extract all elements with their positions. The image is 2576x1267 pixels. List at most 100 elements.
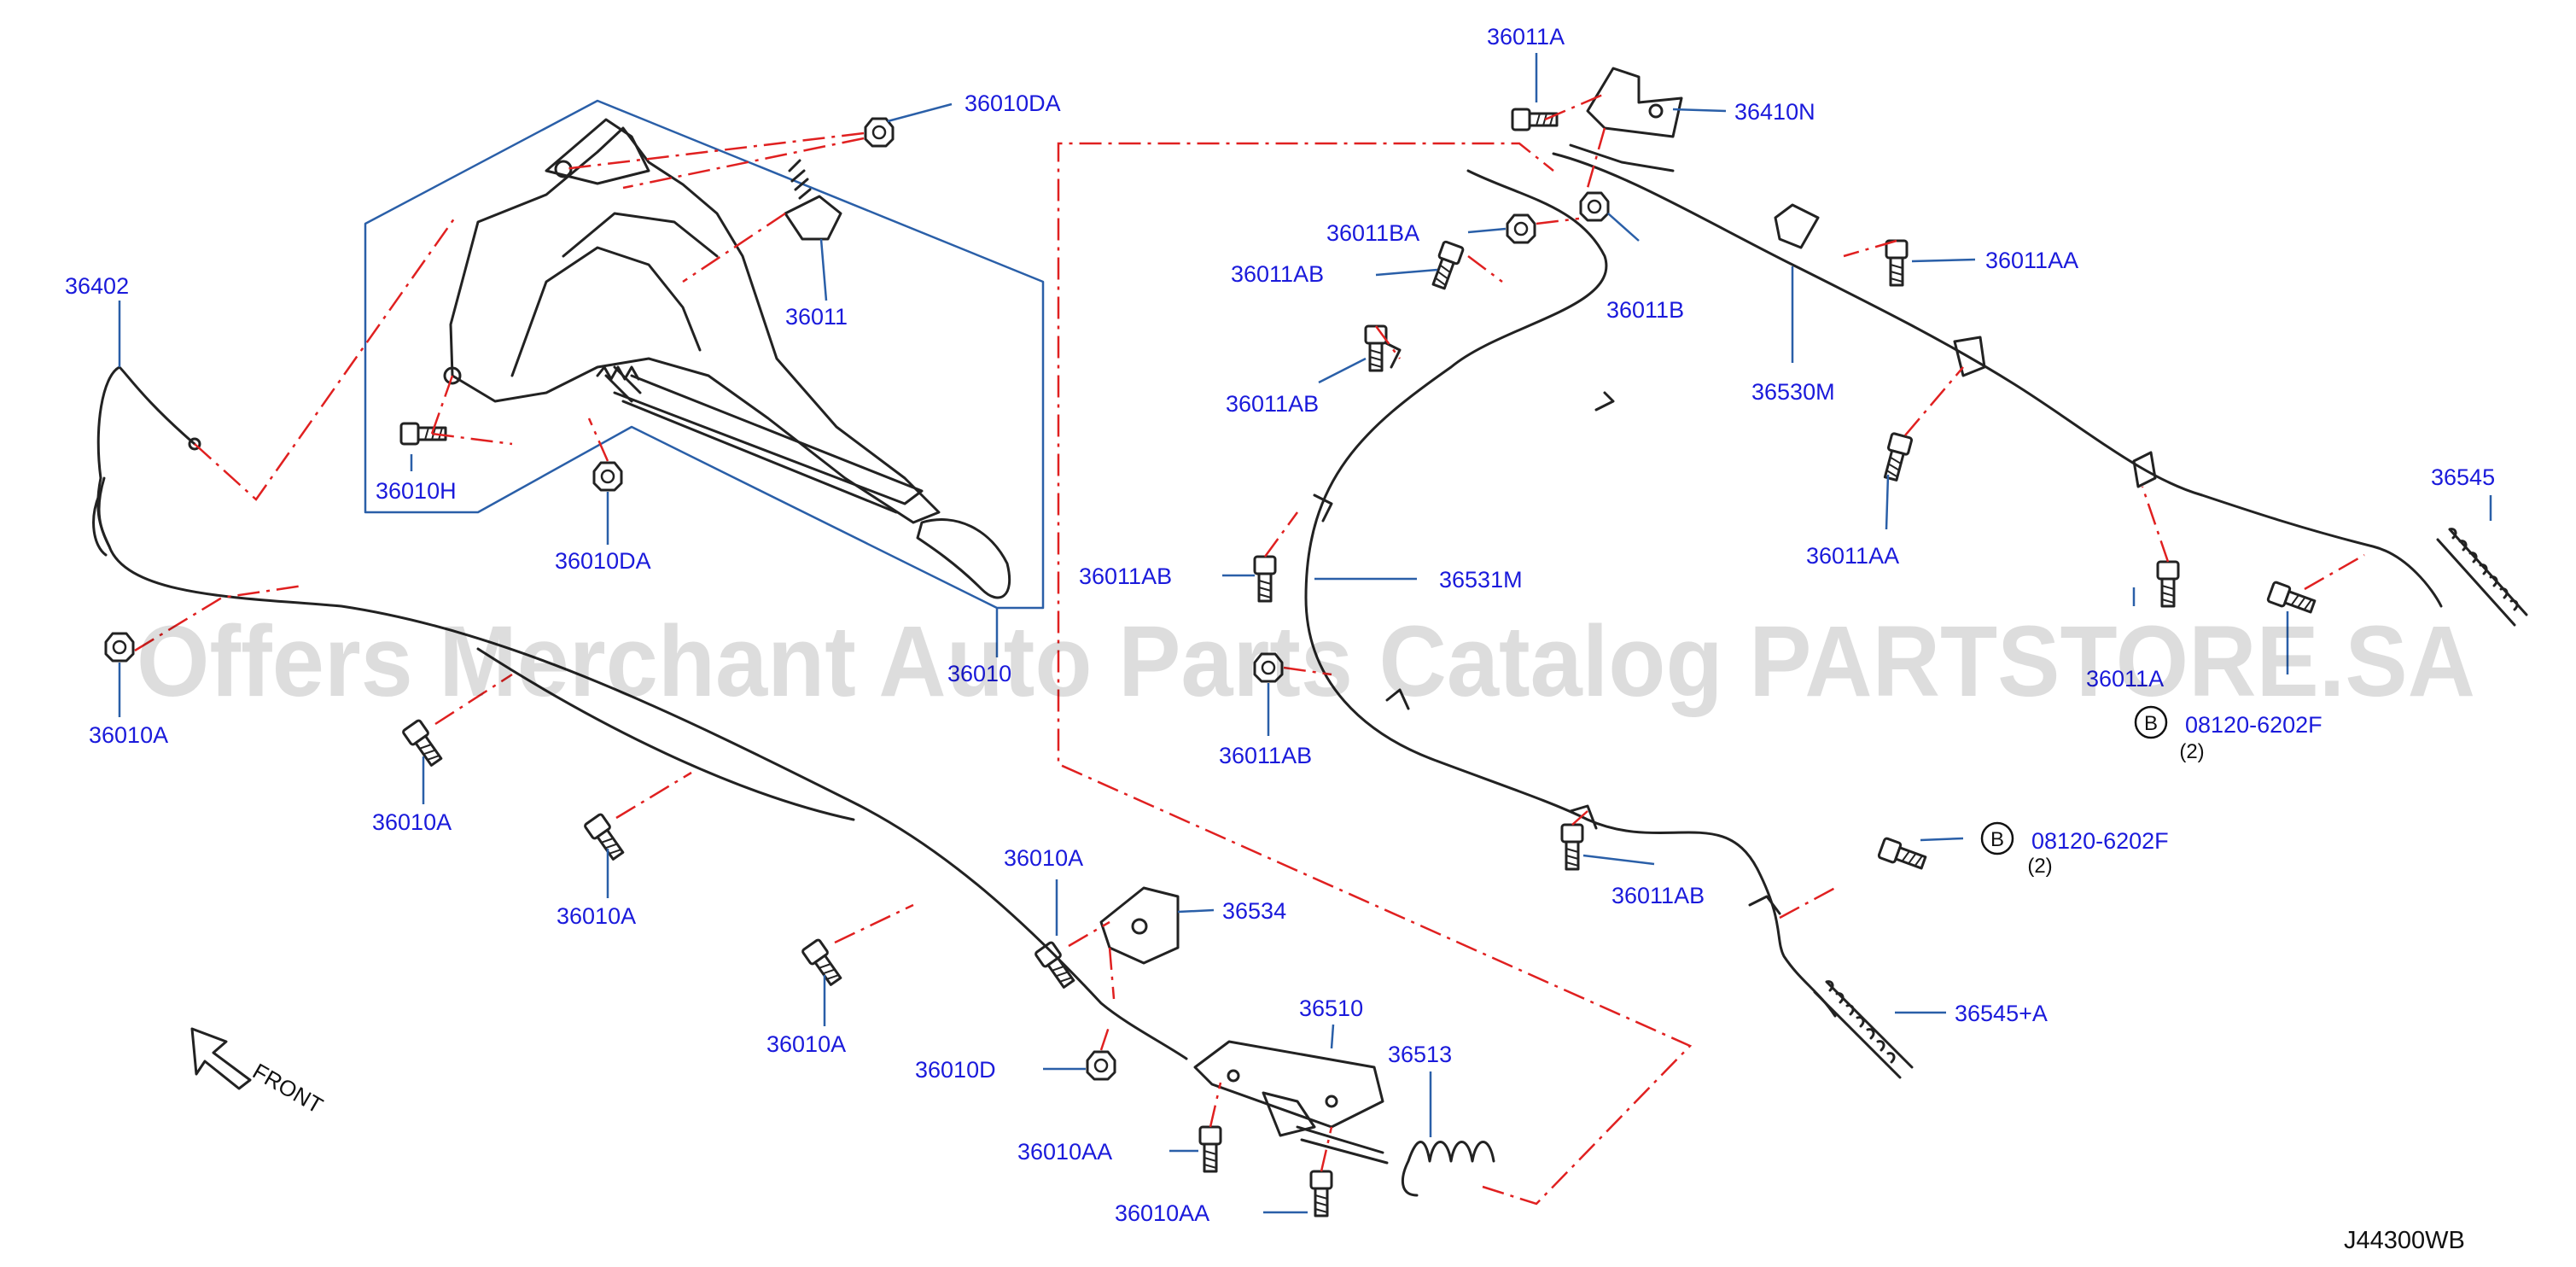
equalizer-yoke: [1262, 1091, 1316, 1137]
bolt-36010A-5: [1033, 940, 1079, 991]
bolt-36011AA-1: [1885, 239, 1909, 287]
part-label[interactable]: 36011AB: [1226, 391, 1319, 417]
pedal-bracket: [449, 126, 941, 524]
bracket-36410N: [1586, 67, 1683, 138]
watermark: Offers Merchant Auto Parts Catalog PARTS…: [137, 605, 2475, 718]
part-label[interactable]: 36545: [2431, 464, 2495, 490]
cable-clip-8: [1569, 804, 1598, 830]
part-label[interactable]: 36010D: [915, 1057, 996, 1083]
leader-36011AB-5: [1582, 854, 1655, 866]
leader-36011B: [1607, 213, 1640, 242]
part-label[interactable]: 36011A: [1487, 24, 1565, 50]
part-label[interactable]: 36010AA: [1115, 1200, 1209, 1226]
pedal-assembly-frame: [364, 99, 1045, 610]
cable-clip-9: [1748, 895, 1781, 915]
chain-36011A-r: [2141, 486, 2170, 563]
part-label[interactable]: 36011AB: [1231, 261, 1324, 287]
part-label[interactable]: 36011A: [2086, 666, 2164, 692]
part-label[interactable]: 36011AB: [1219, 743, 1312, 768]
chain-36011AB-1: [1467, 255, 1503, 283]
chain-36010D: [1099, 1024, 1111, 1051]
part-labels: 36010DA 36011 36402 36010H 36010DA 36010…: [65, 24, 2495, 1226]
part-label[interactable]: 36545+A: [1955, 1001, 2048, 1026]
leader-36510: [1330, 1024, 1335, 1049]
part-label[interactable]: 36402: [65, 273, 129, 299]
drawing-code: J44300WB: [2344, 1227, 2465, 1254]
part-label[interactable]: 36513: [1388, 1042, 1452, 1067]
chain-08120-2: [1779, 886, 1836, 920]
pedal-spring: [596, 365, 640, 381]
chain-36011AA-1: [1843, 239, 1897, 258]
front-cable-strand: [476, 647, 855, 821]
part-label[interactable]: 36410N: [1734, 99, 1815, 125]
callout-b-2-symbol: B: [1990, 828, 2004, 851]
callout-b-1-symbol: B: [2144, 712, 2158, 735]
bolt-36011AB-5: [1560, 823, 1584, 871]
part-label[interactable]: 36010A: [372, 809, 452, 835]
pedal-arm-rod: [621, 400, 898, 514]
part-label[interactable]: 36010A: [1004, 845, 1083, 871]
front-cable-36402: [96, 365, 1188, 1060]
bolt-36011AB-3: [1253, 555, 1277, 603]
nut-36011B: [1579, 191, 1610, 222]
leader-36011AB-1: [1375, 268, 1438, 277]
chain-36010DA-top-2: [622, 137, 865, 190]
part-label[interactable]: 36011AA: [1985, 248, 2078, 273]
chain-36011AB-3: [1263, 511, 1299, 558]
chain-36011A: [1544, 92, 1606, 121]
cable-clip-2: [1953, 336, 1986, 377]
nut-36011BA: [1506, 213, 1536, 244]
leader-36011: [819, 238, 828, 301]
part-label[interactable]: 36011B: [1606, 297, 1684, 323]
part-label[interactable]: 08120-6202F: [2031, 828, 2169, 854]
chain-36011AB-5: [1571, 810, 1588, 826]
part-label[interactable]: 36010DA: [555, 548, 651, 574]
part-label[interactable]: 36011: [785, 304, 848, 330]
part-label[interactable]: 36510: [1299, 996, 1363, 1021]
chain-36010AA-1: [1209, 1082, 1222, 1128]
part-label[interactable]: 36011BA: [1326, 220, 1419, 246]
part-label[interactable]: 08120-6202F: [2185, 712, 2322, 738]
part-label[interactable]: 36010A: [89, 722, 168, 748]
part-label[interactable]: 36010DA: [965, 90, 1061, 116]
part-label[interactable]: 36010AA: [1017, 1139, 1112, 1165]
bolt-36011A: [1511, 108, 1559, 131]
part-label[interactable]: 36011AA: [1806, 543, 1899, 569]
part-label[interactable]: 36010: [947, 661, 1011, 686]
pedal-arm: [613, 374, 924, 505]
chain-36534: [1108, 947, 1116, 1000]
part-label[interactable]: 36534: [1222, 898, 1286, 924]
leader-36011AA-1: [1911, 258, 1976, 263]
leader-36410N: [1672, 108, 1727, 113]
leader-36011AB-2: [1318, 357, 1367, 384]
dash-chain-layer: [134, 92, 2365, 1206]
return-spring-36513: [1401, 1141, 1495, 1197]
cable-clip-4: [1594, 391, 1615, 412]
cable-36530M: [1552, 152, 2443, 608]
clip-36010A-1: [104, 632, 135, 663]
leader-36534: [1177, 908, 1215, 914]
bolt-36010AA-1: [1198, 1125, 1222, 1173]
front-label: FRONT: [248, 1058, 328, 1118]
bolt-36010A-4: [800, 937, 846, 989]
part-label[interactable]: 36011AB: [1079, 563, 1172, 589]
chain-36513: [1057, 142, 1693, 1206]
part-label[interactable]: 36531M: [1439, 567, 1523, 593]
part-label[interactable]: 36010H: [376, 478, 457, 504]
cable-clip-6: [1313, 493, 1333, 523]
chain-36010A-4: [834, 903, 914, 944]
bracket-36534-hole: [1131, 918, 1148, 935]
part-label[interactable]: 36010A: [557, 903, 636, 929]
bolt-36010A-3: [582, 812, 628, 863]
part-label[interactable]: 36530M: [1751, 379, 1835, 405]
equalizer-36510: [1193, 1040, 1384, 1129]
leader-36011BA: [1467, 227, 1507, 234]
chain-36010DA-low: [587, 417, 609, 462]
chain-36010DA-top: [562, 131, 865, 171]
part-label[interactable]: 36010A: [766, 1031, 846, 1057]
cable-clip-1: [1774, 203, 1820, 249]
leader-08120-2: [1920, 837, 1964, 842]
chain-36011AA-2: [1904, 366, 1964, 436]
part-label[interactable]: 36011AB: [1611, 883, 1705, 908]
